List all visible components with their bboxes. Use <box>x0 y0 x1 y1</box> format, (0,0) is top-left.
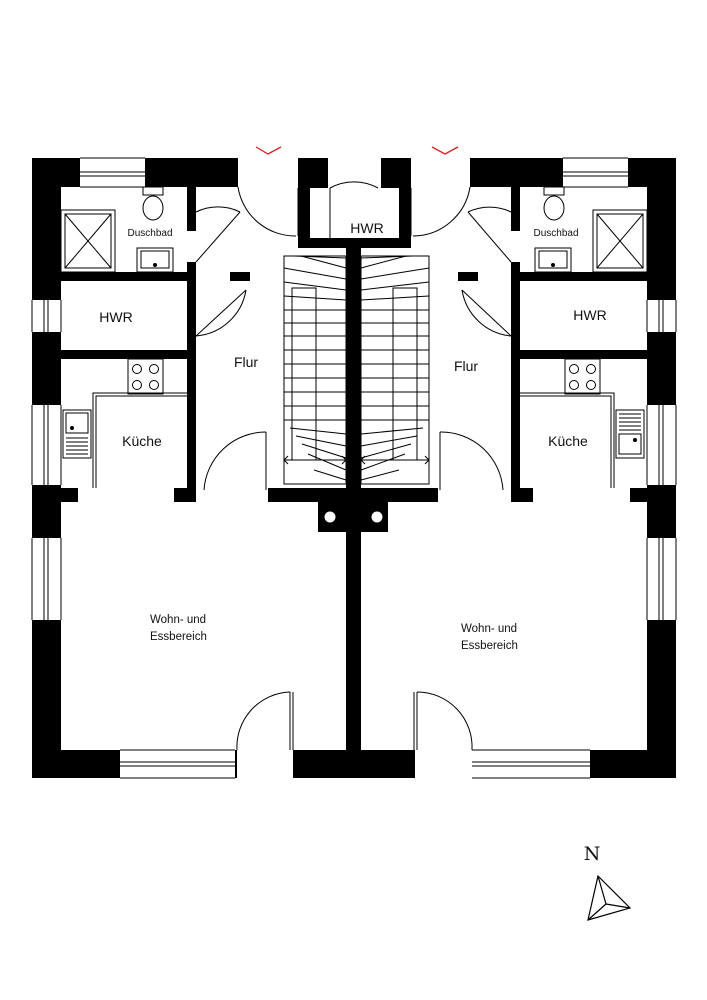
left-hall-label: Flur <box>234 354 258 370</box>
left-counter <box>92 392 187 488</box>
left-kitchen-label: Küche <box>122 433 162 449</box>
compass: N <box>584 843 632 921</box>
right-toilet-icon <box>543 186 565 221</box>
left-shower-icon <box>60 209 116 273</box>
center-hwr-label: HWR <box>350 220 383 236</box>
windows <box>31 157 677 779</box>
right-living-label-1: Wohn- und <box>461 623 517 635</box>
left-living-label-1: Wohn- und <box>150 614 206 626</box>
north-label: N <box>584 843 601 865</box>
left-toilet-icon <box>142 186 164 221</box>
right-stove-icon <box>564 358 601 395</box>
right-counter <box>520 392 615 488</box>
left-sink-icon <box>62 409 92 459</box>
right-hall-label: Flur <box>454 358 478 374</box>
left-hwr-label: HWR <box>99 309 132 325</box>
room-labels: Duschbad HWR Flur Küche Wohn- und Essber… <box>99 220 606 652</box>
right-sink-icon <box>615 409 645 459</box>
doors <box>195 181 512 751</box>
right-bath-label: Duschbad <box>533 228 578 239</box>
right-shower-icon <box>592 209 648 273</box>
left-living-label-2: Essbereich <box>150 631 207 643</box>
right-kitchen-label: Küche <box>548 433 588 449</box>
staircase-right <box>360 255 430 485</box>
left-bath-label: Duschbad <box>127 228 172 239</box>
interior-walls <box>61 187 647 750</box>
right-washbasin-icon <box>534 247 572 273</box>
left-washbasin-icon <box>136 247 174 273</box>
right-hwr-label: HWR <box>573 307 606 323</box>
entrance-markers <box>255 146 459 155</box>
north-arrow-icon <box>587 874 632 921</box>
right-living-label-2: Essbereich <box>461 640 518 652</box>
core-marks <box>324 511 383 523</box>
left-stove-icon <box>127 358 164 395</box>
staircase-left <box>283 255 347 485</box>
